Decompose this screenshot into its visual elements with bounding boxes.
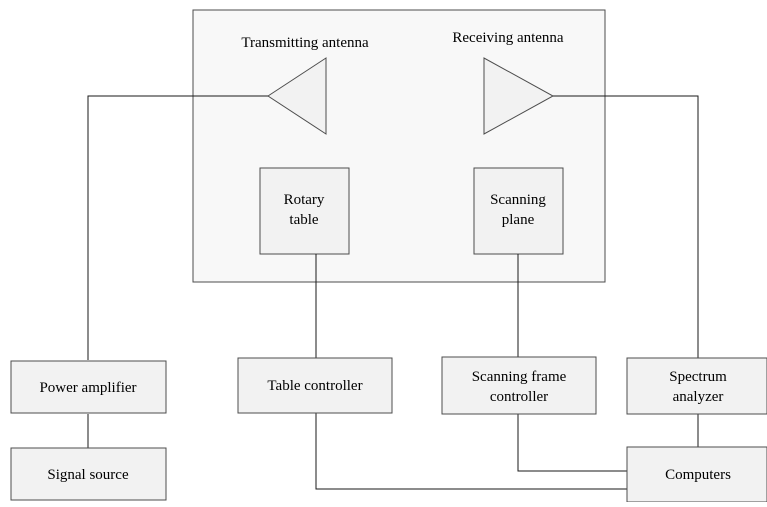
computers-box: [626, 446, 767, 503]
scanning-plane-box: [473, 167, 564, 255]
table-controller-label: Table controller: [267, 378, 362, 394]
table-controller-to-computers-line: [315, 413, 627, 490]
table-controller-box: [237, 357, 393, 414]
receiving-antenna-icon: [483, 57, 555, 135]
rx-antenna-to-spectrum-analyzer-line: [553, 95, 699, 358]
scanning-frame-controller-label-line1: Scanning frame: [472, 369, 567, 385]
signal-source-box: [10, 447, 167, 501]
scanning-plane-label-line2: plane: [502, 212, 535, 228]
rotary-table-label-line2: table: [289, 212, 318, 228]
scanning-frame-controller-box: [441, 356, 597, 415]
scanning-plane-label-line1: Scanning: [490, 192, 546, 208]
scanning-controller-to-computers-line: [517, 414, 627, 472]
transmitting-antenna-icon: [267, 57, 327, 135]
spectrum-analyzer-box: [626, 357, 767, 415]
computers-label: Computers: [665, 467, 731, 483]
rotary-table-box: [259, 167, 350, 255]
scanning-frame-controller-label-line2: controller: [490, 389, 548, 405]
power-amplifier-label: Power amplifier: [39, 380, 136, 396]
rotary-table-label-line1: Rotary: [284, 192, 325, 208]
spectrum-analyzer-label-line2: analyzer: [673, 389, 724, 405]
spectrum-analyzer-label-line1: Spectrum: [669, 369, 727, 385]
signal-source-label: Signal source: [47, 467, 129, 483]
receiving-antenna-label: Receiving antenna: [452, 30, 564, 46]
tx-antenna-to-power-amplifier-line: [87, 95, 268, 360]
transmitting-antenna-label: Transmitting antenna: [241, 35, 369, 51]
power-amplifier-box: [10, 360, 167, 414]
